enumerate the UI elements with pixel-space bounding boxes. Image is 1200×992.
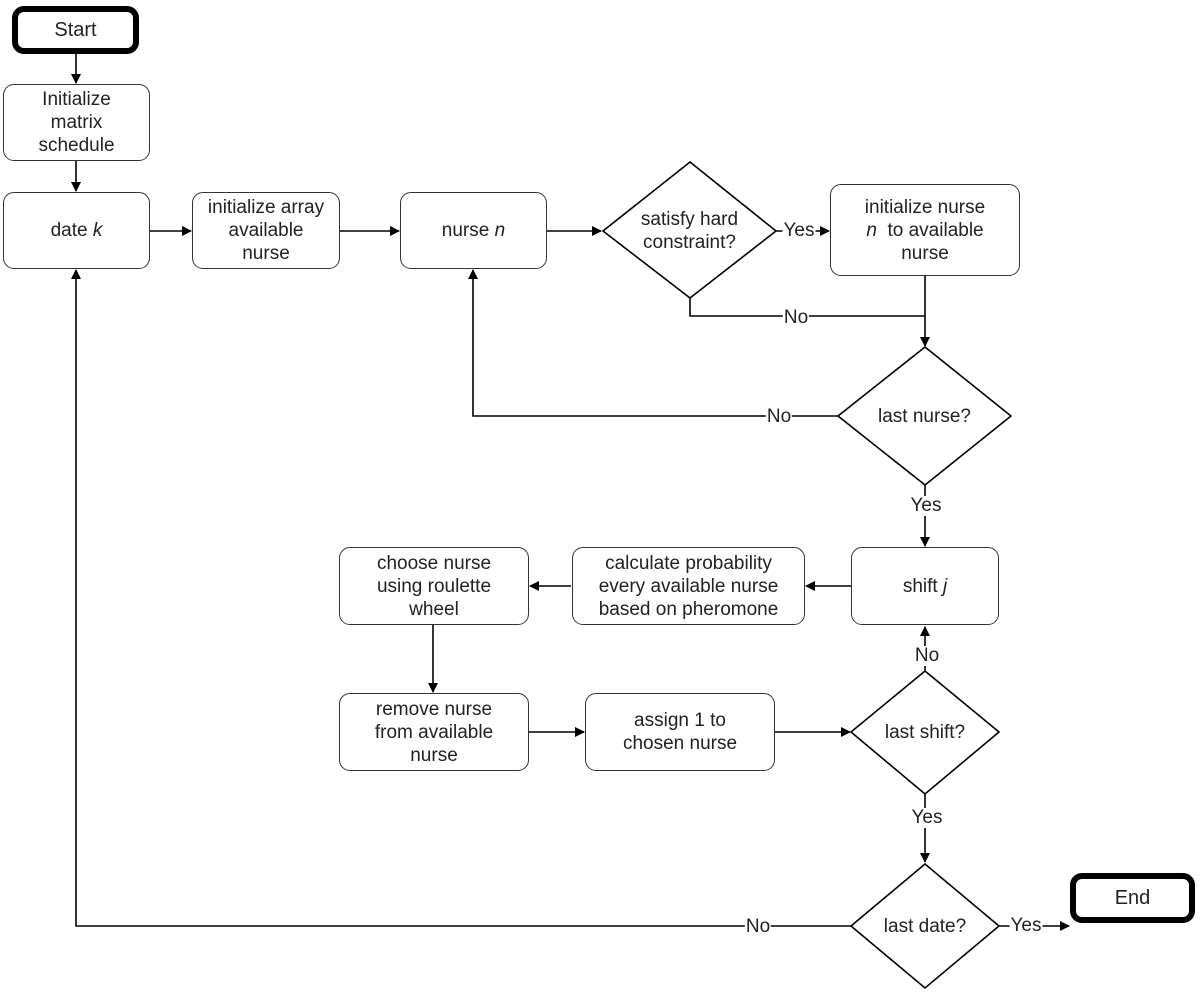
choose-nurse-label: choose nurse using roulette wheel — [376, 552, 492, 620]
init-array-step: initialize array available nurse — [192, 192, 340, 269]
decision-last-nurse — [836, 345, 1013, 487]
init-array-label: initialize array available nurse — [207, 197, 325, 264]
edge-label-last-nurse-no: No — [765, 406, 793, 427]
edge-lastdate-no — [71, 269, 851, 927]
date-k-step: date k — [3, 192, 150, 269]
date-k-variable: k — [92, 220, 103, 241]
remove-nurse-step: remove nurse from available nurse — [339, 693, 529, 771]
nurse-n-variable: n — [494, 220, 506, 241]
choose-nurse-step: choose nurse using roulette wheel — [339, 547, 529, 625]
init-nurse-step: initialize nurse n to available nurse — [830, 184, 1020, 276]
edge-label-last-shift-yes: Yes — [910, 807, 944, 828]
start-label: Start — [54, 18, 97, 41]
assign-label: assign 1 to chosen nurse — [622, 710, 738, 754]
edge-label-last-shift-no: No — [913, 645, 941, 666]
nurse-n-label: nurse n — [441, 220, 506, 241]
decision-last-date — [849, 862, 1001, 990]
init-nurse-label: initialize nurse n to available nurse — [864, 196, 986, 264]
edge-label-last-date-no: No — [744, 916, 772, 937]
edge-hard-no — [689, 298, 925, 317]
remove-nurse-label: remove nurse from available nurse — [374, 698, 494, 766]
init-matrix-step: Initialize matrix schedule — [3, 84, 150, 161]
last-nurse-label: last nurse? — [878, 405, 971, 427]
shift-j-step: shift j — [851, 547, 999, 625]
end-terminal: End — [1070, 873, 1195, 923]
init-matrix-label: Initialize matrix schedule — [38, 89, 115, 156]
start-terminal: Start — [12, 6, 139, 54]
shift-j-label: shift j — [902, 575, 948, 597]
date-k-label: date k — [50, 220, 103, 241]
last-shift-label: last shift? — [884, 721, 966, 743]
hard-constraint-label: satisfy hard constraint? — [640, 209, 739, 253]
edge-label-hard-no: No — [782, 307, 810, 328]
end-label: End — [1114, 886, 1151, 909]
init-nurse-variable: n — [866, 219, 877, 241]
calc-prob-label: calculate probability every available nu… — [598, 552, 779, 620]
edge-label-last-date-yes: Yes — [1009, 915, 1043, 936]
calc-prob-step: calculate probability every available nu… — [572, 547, 805, 625]
edge-lastnurse-no — [468, 269, 838, 417]
decision-last-shift — [849, 669, 1001, 796]
edge-label-last-nurse-yes: Yes — [909, 495, 943, 516]
decision-hard-constraint — [601, 160, 778, 300]
edge-label-hard-yes: Yes — [782, 220, 816, 241]
shift-j-variable: j — [942, 575, 948, 597]
nurse-n-step: nurse n — [400, 192, 547, 269]
assign-step: assign 1 to chosen nurse — [585, 693, 775, 771]
last-date-label: last date? — [883, 915, 967, 937]
